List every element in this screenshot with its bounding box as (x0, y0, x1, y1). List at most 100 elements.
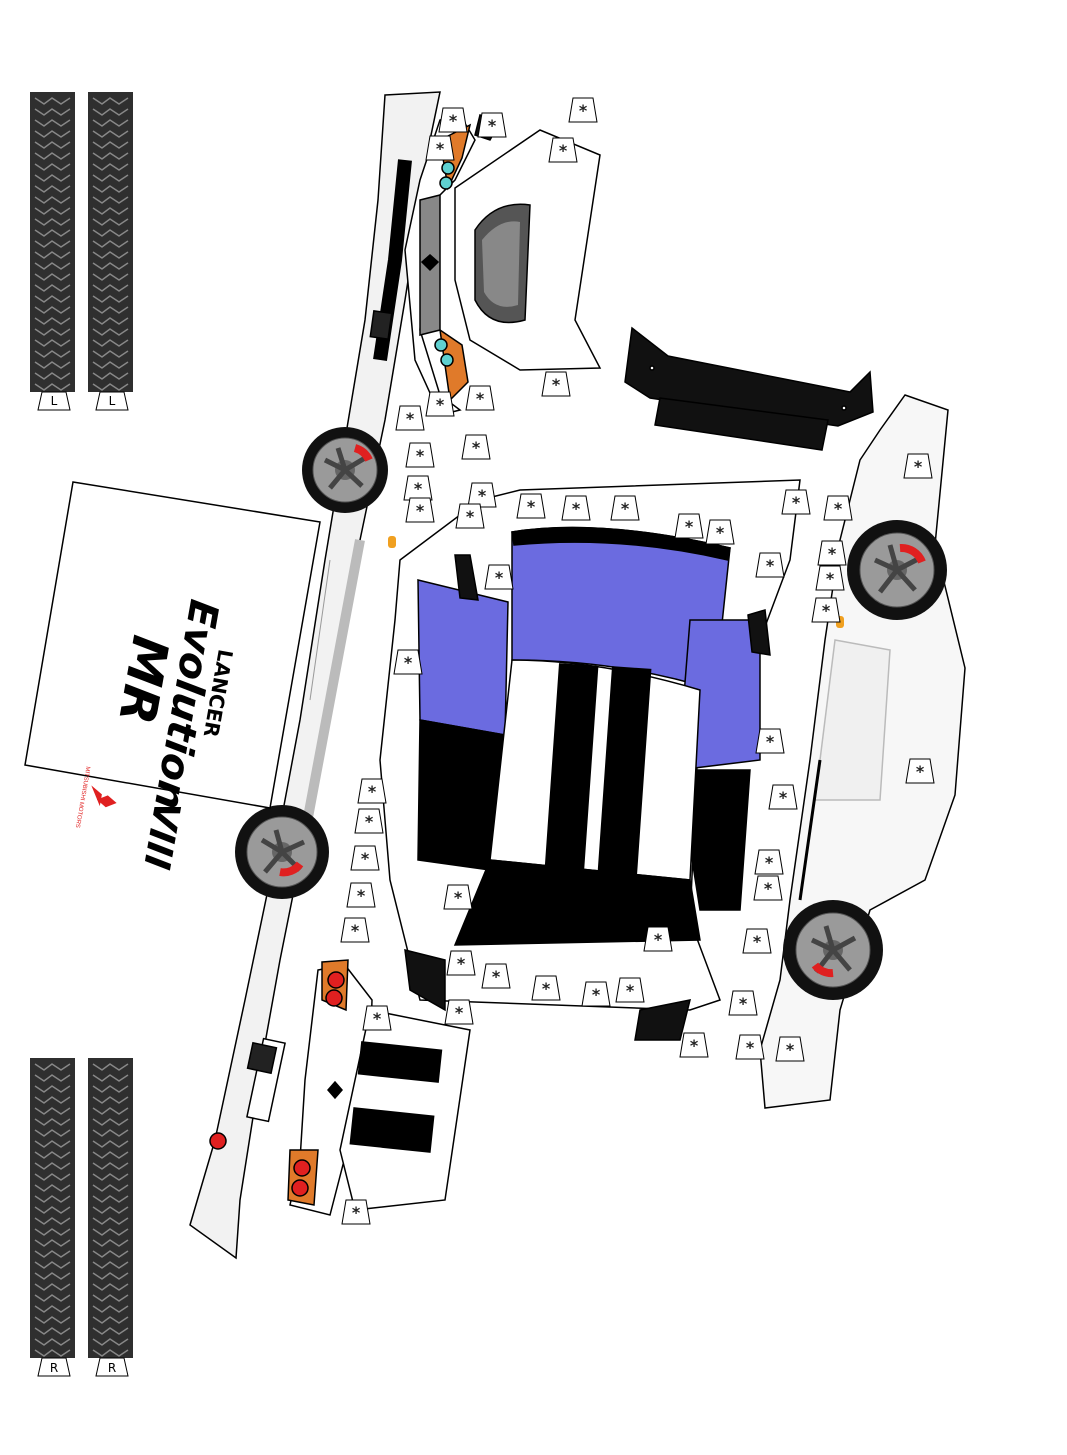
tread-chevron (92, 1151, 129, 1159)
tread-chevron (92, 273, 129, 281)
tread-chevron (34, 1217, 71, 1225)
tread-chevron (92, 240, 129, 248)
glue-mark: * (766, 556, 775, 575)
glue-tab (357, 778, 387, 804)
tread-chevron (92, 295, 129, 303)
tread-chevron (34, 383, 71, 391)
tread-chevron (34, 317, 71, 325)
glue-mark: * (357, 886, 366, 905)
glue-mark: * (828, 544, 837, 563)
tread-chevron (92, 1239, 129, 1247)
glue-tab (679, 1032, 709, 1058)
wheel-left-front (302, 427, 388, 513)
tread-chevron (34, 262, 71, 270)
glue-mark: * (822, 601, 831, 620)
glue-mark: * (455, 1003, 464, 1022)
glue-mark: * (746, 1038, 755, 1057)
glue-tab (354, 808, 384, 834)
tread-chevron (92, 1250, 129, 1258)
glue-tab (340, 917, 370, 943)
glue-mark: * (572, 499, 581, 518)
glue-tab (350, 845, 380, 871)
tread-chevron (34, 108, 71, 116)
tread-chevron (34, 251, 71, 259)
glue-mark: * (739, 994, 748, 1013)
tread-chevron (34, 284, 71, 292)
tread-chevron (92, 372, 129, 380)
glue-mark: * (559, 141, 568, 160)
tread-chevron (92, 1305, 129, 1313)
glue-tab (405, 442, 435, 468)
glue-mark: * (542, 979, 551, 998)
tread-chevron (34, 1184, 71, 1192)
glue-tab (395, 405, 425, 431)
glue-tab (438, 107, 468, 133)
glue-tab (425, 391, 455, 417)
tread-chevron (92, 119, 129, 127)
glue-tab (461, 434, 491, 460)
glue-mark: * (492, 967, 501, 986)
tread-chevron (34, 1283, 71, 1291)
wheel-right-rear (783, 900, 883, 1000)
glue-tab (781, 489, 811, 515)
tread-chevron (34, 1250, 71, 1258)
glue-mark: * (361, 849, 370, 868)
glue-mark: * (436, 395, 445, 414)
glue-tab (753, 875, 783, 901)
glue-tab (425, 135, 455, 161)
glue-tab (568, 97, 598, 123)
glue-mark: * (592, 985, 601, 1004)
hood-and-bumper (404, 114, 602, 416)
tread-chevron (34, 1272, 71, 1280)
glue-tab (341, 1199, 371, 1225)
tread-chevron (34, 163, 71, 171)
glue-tab (705, 519, 735, 545)
glue-mark: * (495, 568, 504, 587)
glue-tab (443, 884, 473, 910)
tread-chevron (34, 1294, 71, 1302)
tread-chevron (34, 273, 71, 281)
tread-chevron (34, 119, 71, 127)
glue-tab (768, 784, 798, 810)
tread-chevron (92, 1294, 129, 1302)
glue-mark: * (488, 116, 497, 135)
glue-mark: * (786, 1040, 795, 1059)
tread-chevron (92, 1085, 129, 1093)
glue-tab (581, 981, 611, 1007)
lancer-banner-panel: LANCER Evolution VIII MR MITSUBISHI MOTO… (24, 481, 321, 872)
glue-mark: * (414, 479, 423, 498)
glue-tab (561, 495, 591, 521)
glue-tab (755, 552, 785, 578)
tread-chevron (92, 174, 129, 182)
tread-chevron (34, 1151, 71, 1159)
tire-tread-pattern (34, 97, 129, 391)
tread-chevron (92, 1327, 129, 1335)
tread-chevron (92, 130, 129, 138)
trunk-stripe-1 (357, 1041, 443, 1083)
glue-mark: * (472, 438, 481, 457)
glue-tab (815, 565, 845, 591)
tire-label-top-left: L (51, 394, 58, 408)
cabin-roof (379, 479, 801, 1041)
glue-mark: * (527, 497, 536, 516)
glue-tab (541, 371, 571, 397)
tread-chevron (34, 1140, 71, 1148)
glue-tab (817, 540, 847, 566)
tread-chevron (92, 1096, 129, 1104)
glue-mark: * (368, 782, 377, 801)
glue-mark: * (779, 788, 788, 807)
glue-tab (610, 495, 640, 521)
tread-chevron (34, 1239, 71, 1247)
glue-mark: * (466, 507, 475, 526)
glue-mark: * (914, 457, 923, 476)
tread-chevron (34, 1206, 71, 1214)
wheel-right-front (847, 520, 947, 620)
tread-chevron (92, 163, 129, 171)
tread-chevron (34, 1195, 71, 1203)
tread-chevron (92, 1217, 129, 1225)
tread-chevron (34, 1074, 71, 1082)
tire-label-bottom-left: R (50, 1361, 58, 1375)
tread-chevron (92, 207, 129, 215)
tread-chevron (34, 196, 71, 204)
tread-chevron (34, 1096, 71, 1104)
